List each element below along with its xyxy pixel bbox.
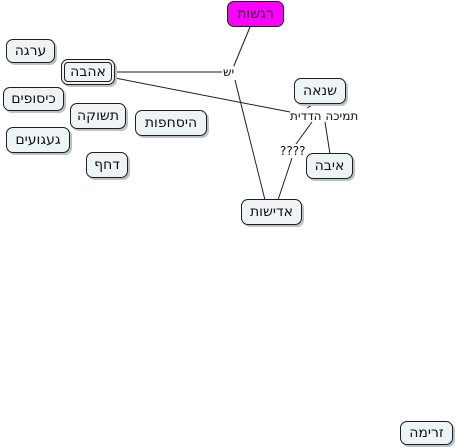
node-arga[interactable]: ערגה	[6, 39, 55, 63]
node-adishut[interactable]: אדישות	[241, 199, 302, 225]
node-tshuka[interactable]: תשוקה	[70, 103, 126, 129]
link-unknown-adishut	[277, 157, 293, 201]
node-gaaguim[interactable]: געגועים	[6, 127, 70, 153]
link-ahava-tmicha	[114, 77, 291, 113]
node-sina[interactable]: שנאה	[294, 78, 346, 104]
link-label-unknown: ????	[280, 144, 306, 158]
node-dachaf[interactable]: דחף	[86, 152, 128, 178]
link-label-tmicha-hadadit: תמיכה הדדית	[290, 109, 359, 123]
node-eiva[interactable]: איבה	[306, 153, 353, 179]
node-histachfut[interactable]: היסחפות	[135, 110, 207, 136]
link-tmicha-unknown	[295, 121, 313, 145]
link-yesh-adishut	[234, 79, 266, 201]
node-ahava[interactable]: אהבה	[61, 59, 115, 85]
link-label-yesh: יש	[223, 65, 235, 79]
node-zrima[interactable]: זרימה	[400, 421, 453, 445]
node-kisufim[interactable]: כיסופים	[3, 87, 64, 111]
link-sina-tmicha	[306, 103, 315, 109]
node-regashot[interactable]: רגשות	[227, 1, 284, 27]
link-regashot-yesh	[232, 26, 251, 69]
link-tmicha-eiva	[324, 121, 331, 155]
